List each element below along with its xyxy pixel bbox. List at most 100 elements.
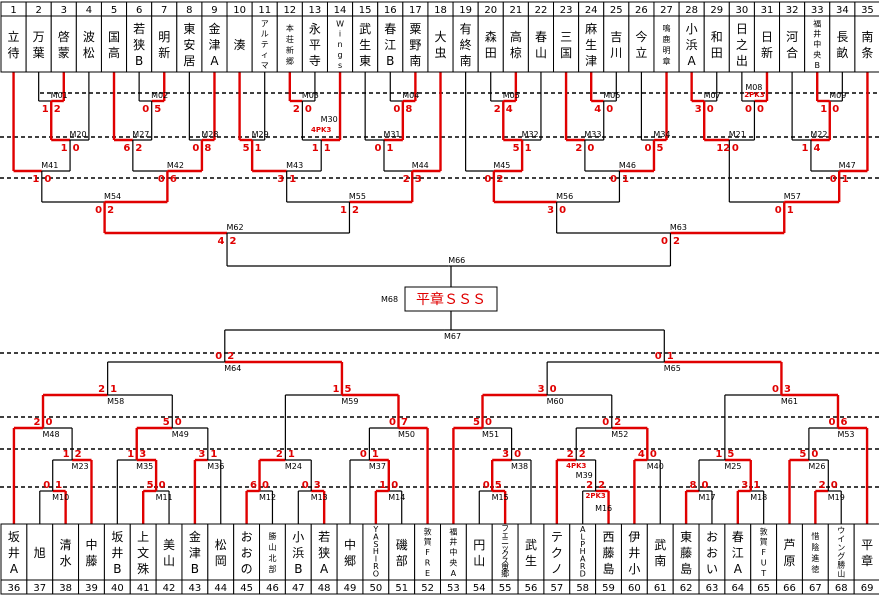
match-label: M44 — [412, 161, 429, 170]
team-name-char: B — [386, 54, 394, 68]
team-name-char: ス — [501, 557, 509, 566]
team-name-cell — [310, 523, 338, 581]
match-label: M05 — [503, 91, 520, 100]
team-name-char: 新 — [761, 45, 773, 60]
score-a: 4 — [594, 104, 601, 115]
score-b: 4 — [506, 104, 513, 115]
match-label: M48 — [42, 430, 59, 439]
match-label: M50 — [398, 430, 415, 439]
team-name-char: 条 — [861, 46, 873, 60]
team-name-char: 森 — [485, 29, 497, 44]
match-label: M23 — [72, 462, 89, 471]
team-name-cell — [301, 15, 328, 73]
team-name-char: 出 — [736, 54, 748, 68]
match-label: M53 — [837, 430, 854, 439]
team-number: 54 — [473, 583, 486, 594]
score-b: 0 — [811, 449, 818, 460]
score-b: 1 — [210, 449, 217, 460]
team-name-cell — [402, 15, 429, 73]
score-a: 0 — [745, 104, 752, 115]
team-number: 56 — [525, 583, 538, 594]
team-name-cell — [477, 15, 504, 73]
score-a: 0 — [829, 417, 836, 428]
team-number: 35 — [861, 5, 874, 16]
team-name-cell — [603, 15, 630, 73]
score-b: 3 — [139, 449, 146, 460]
match-label: M40 — [647, 462, 664, 471]
team-name-char: 山 — [837, 568, 845, 578]
team-name-cell — [698, 523, 726, 581]
score-b: 3 — [314, 480, 321, 491]
team-name-char: 明 — [158, 30, 170, 44]
team-name-char: S — [373, 540, 378, 549]
team-name: 美山 — [163, 538, 175, 568]
score-a: 0 — [43, 480, 50, 491]
team-number: 44 — [214, 583, 227, 594]
score-b: 5 — [344, 384, 351, 395]
team-name-char: 河 — [786, 30, 798, 44]
score-b: 1 — [324, 143, 331, 154]
score-b: 1 — [787, 205, 794, 216]
score-a: 2 — [575, 143, 582, 154]
team-name-char: 敦 — [760, 526, 768, 536]
match-label: M51 — [482, 430, 499, 439]
match-label: M36 — [207, 462, 224, 471]
team-number: 59 — [602, 583, 615, 594]
team-name-char: 勝 — [268, 531, 276, 541]
score-a: 4 — [218, 236, 225, 247]
team-number: 55 — [499, 583, 512, 594]
score-a: 3 — [198, 449, 205, 460]
team-name-cell — [103, 523, 131, 581]
match-label: M56 — [556, 192, 573, 201]
match-label: M12 — [259, 493, 276, 502]
team-number: 27 — [660, 5, 673, 16]
team-name: ウイング勝山 — [837, 526, 845, 578]
match-label: M19 — [828, 493, 845, 502]
team-name: 東安居 — [183, 22, 195, 68]
match-label: M15 — [492, 493, 509, 502]
team-name: 麻生津 — [585, 21, 597, 68]
pk-score: 4PK3 — [566, 462, 586, 470]
score-a: 0 — [389, 417, 396, 428]
team-name: 湊 — [234, 38, 246, 52]
score-b: 1 — [255, 143, 262, 154]
team-name-cell — [728, 15, 755, 73]
team-name-cell — [553, 15, 580, 73]
team-name: 武生東 — [359, 22, 371, 68]
team-number: 19 — [459, 5, 472, 16]
team-name-char: フ — [501, 524, 509, 533]
team-name-char: A — [580, 525, 586, 534]
score-a: 1 — [801, 143, 808, 154]
score-a: 5 — [799, 449, 806, 460]
team-name-cell — [25, 15, 52, 73]
team-name-char: 鹿 — [663, 34, 671, 44]
match-label: M37 — [369, 462, 386, 471]
team-number: 57 — [550, 583, 563, 594]
team-name-char: 賀 — [424, 537, 432, 547]
score-a: 12 — [716, 143, 730, 154]
score-b: 0 — [831, 480, 838, 491]
match-label: M16 — [595, 504, 612, 513]
score-b: 2 — [54, 104, 61, 115]
match-label: M57 — [784, 192, 801, 201]
champion-name: 平章ＳＳＳ — [416, 291, 486, 308]
team-name-char: R — [373, 562, 379, 571]
score-a: 0 — [661, 236, 668, 247]
team-number: 23 — [560, 5, 573, 16]
team-name-char: A — [210, 54, 219, 68]
team-name-char: い — [706, 562, 718, 576]
score-b: 0 — [46, 417, 53, 428]
team-name-char: ィ — [261, 51, 269, 60]
team-name-char: 椋 — [510, 45, 522, 60]
team-name-char: 南 — [861, 29, 873, 44]
score-a: 0 — [775, 205, 782, 216]
team-number: 38 — [59, 583, 72, 594]
team-name-char: 鳴 — [663, 23, 671, 33]
team-name-cell — [50, 15, 77, 73]
team-name: 吉川 — [610, 30, 622, 60]
team-name-char: 津 — [585, 54, 597, 68]
